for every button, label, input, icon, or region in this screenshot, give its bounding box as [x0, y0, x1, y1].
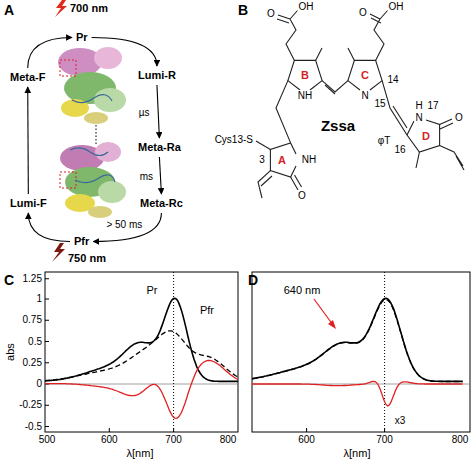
state-label: Lumi-F — [8, 196, 49, 211]
transition-arrow — [93, 213, 161, 242]
panel-letter: A — [4, 2, 14, 18]
atom-number: 15 — [373, 98, 386, 110]
atom-label: O — [454, 112, 464, 124]
axis-tick: 0.25 — [23, 357, 42, 369]
ring-letter: B — [301, 69, 309, 82]
axis-tick: 700 — [376, 434, 393, 446]
residue-label: Cys13-S — [214, 134, 254, 146]
atom-label: H — [414, 100, 423, 112]
panel-letter: D — [248, 272, 258, 288]
atom-label: N — [360, 90, 369, 102]
state-name: Pfr — [74, 235, 89, 248]
transition-arrow — [92, 38, 157, 67]
state-label: Pfr — [72, 234, 91, 249]
axis-tick: 600 — [101, 434, 118, 446]
atom-label: NH — [297, 90, 313, 102]
ring-letter: A — [278, 154, 286, 167]
axis-title: λ[nm] — [127, 447, 154, 460]
light-bolt — [52, 243, 65, 262]
axis-tick: 800 — [452, 434, 469, 446]
axis-tick: 800 — [220, 434, 237, 446]
atom-number: 17 — [426, 100, 439, 112]
state-label: Meta-Rc — [138, 196, 185, 211]
ring-letter: D — [422, 130, 430, 143]
light-bolt — [55, 0, 67, 17]
atom-label: O — [297, 190, 307, 202]
transition-arrow — [157, 85, 159, 138]
panel-letter: B — [238, 2, 248, 18]
axis-tick: -0.25 — [19, 400, 42, 412]
atom-label: NH — [301, 154, 317, 166]
wavelength: 750 nm — [68, 252, 106, 265]
axis-tick: 1 — [36, 293, 42, 305]
protein-structure — [58, 47, 126, 218]
axis-tick: 0.5 — [28, 336, 42, 348]
atom-label: N — [414, 112, 423, 124]
atom-number: 3 — [258, 154, 266, 166]
wavelength: 700 nm — [70, 2, 108, 15]
atom-label: OH — [298, 1, 315, 13]
axis-tick: 0 — [36, 378, 42, 390]
time-scale: µs — [138, 106, 151, 117]
chromophore-structure — [256, 10, 464, 198]
state-label: Meta-F — [8, 70, 47, 85]
state-name: Meta-F — [10, 71, 45, 84]
state-name: Meta-Rc — [140, 197, 183, 210]
axis-tick: -0.5 — [25, 421, 42, 433]
state-name: Pr — [76, 31, 88, 44]
axis-tick: 600 — [298, 434, 315, 446]
ring-letter: C — [361, 69, 369, 82]
state-name: Lumi-R — [138, 69, 176, 82]
atom-label: O — [266, 8, 276, 20]
isomer-label: Zssa — [321, 117, 355, 134]
transition-arrow — [159, 157, 161, 194]
curve-label: x3 — [395, 415, 406, 427]
state-name: Meta-Ra — [138, 141, 181, 154]
state-label: Lumi-R — [136, 68, 178, 83]
atom-number: 16 — [393, 144, 406, 156]
panel-letter: C — [4, 272, 14, 288]
spectrum-chart — [45, 272, 238, 432]
axis-tick: 700 — [165, 434, 182, 446]
transition-arrow — [28, 213, 70, 242]
axis-tick: 1.25 — [23, 273, 42, 285]
transition-arrow — [28, 38, 72, 69]
curve-label: Pr — [147, 284, 158, 297]
atom-label: O — [358, 7, 368, 19]
spectrum-chart — [244, 272, 470, 432]
transition-arrow — [27, 87, 29, 194]
atom-number: 14 — [386, 74, 399, 86]
torsion-label: φT — [377, 135, 392, 147]
axis-tick: 500 — [39, 434, 56, 446]
state-label: Pr — [74, 30, 90, 45]
axis-title: λ[nm] — [344, 447, 371, 460]
curve-label: 640 nm — [284, 284, 321, 297]
axis-title: abs — [4, 343, 17, 361]
curve-label: Pfr — [200, 304, 214, 317]
time-scale: ms — [139, 170, 154, 181]
time-scale: > 50 ms — [105, 219, 143, 230]
state-label: Meta-Ra — [136, 140, 183, 155]
atom-label: OH — [388, 1, 405, 13]
axis-tick: 0.75 — [23, 315, 42, 327]
state-name: Lumi-F — [10, 197, 47, 210]
